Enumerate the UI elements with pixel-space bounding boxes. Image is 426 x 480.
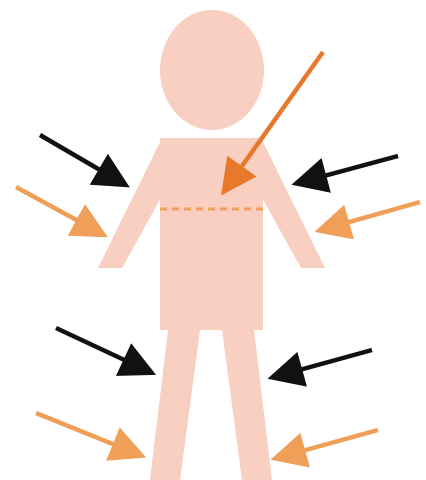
lower-right-black-arrow — [274, 350, 372, 377]
upper-right-orange-arrow — [321, 202, 420, 230]
torso — [160, 138, 263, 330]
body-figure — [98, 10, 325, 480]
head — [160, 10, 264, 130]
upper-right-black-arrow — [298, 156, 398, 183]
left-arm — [98, 138, 162, 268]
lower-left-black-arrow — [56, 328, 150, 372]
right-arm — [261, 138, 325, 268]
lower-right-orange-arrow — [277, 430, 378, 458]
left-leg — [150, 330, 200, 480]
right-leg — [222, 330, 272, 480]
lower-left-orange-arrow — [36, 413, 140, 455]
upper-left-orange-arrow — [16, 187, 102, 234]
upper-left-black-arrow — [40, 135, 124, 184]
